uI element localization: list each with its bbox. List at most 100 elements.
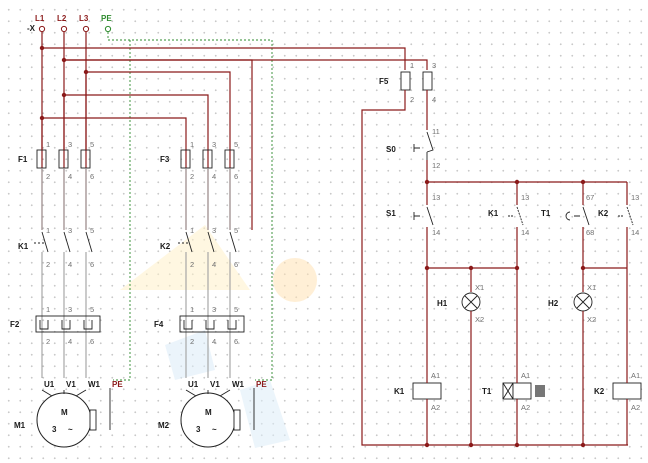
svg-text:67: 67 (586, 193, 594, 202)
terminal-strip-label: -X (27, 24, 36, 33)
f1-label: F1 (18, 155, 28, 164)
m1-u1: U1 (44, 380, 55, 389)
pe-branch-m1 (113, 40, 131, 381)
k2-power-label: K2 (160, 242, 171, 251)
overload-f2 (35, 315, 101, 333)
svg-text:5: 5 (90, 305, 94, 314)
control-return-line (361, 90, 628, 446)
f5-pin-2: 2 (410, 95, 414, 104)
svg-text:5: 5 (234, 140, 238, 149)
svg-text:2: 2 (190, 337, 194, 346)
f5-label: F5 (379, 77, 389, 86)
svg-text:1: 1 (190, 140, 194, 149)
svg-text:4: 4 (212, 260, 216, 269)
svg-text:X2: X2 (475, 315, 484, 324)
coil-t1 (502, 382, 545, 400)
svg-text:A2: A2 (631, 403, 640, 412)
supply-terminals (38, 25, 112, 33)
svg-text:3: 3 (212, 140, 216, 149)
s0-label: S0 (386, 145, 396, 154)
svg-text:5: 5 (90, 140, 94, 149)
power-pin-numbers: 1 3 5 2 4 6 1 3 5 2 4 6 1 3 5 2 4 6 1 3 … (46, 140, 238, 346)
svg-text:1: 1 (190, 305, 194, 314)
svg-text:4: 4 (68, 172, 72, 181)
svg-text:2: 2 (190, 172, 194, 181)
svg-text:A2: A2 (521, 403, 530, 412)
k1-coil-label: K1 (394, 387, 405, 396)
lamp-h2 (573, 292, 593, 312)
m2-v1: V1 (210, 380, 220, 389)
m2-u1: U1 (188, 380, 199, 389)
m2-ac: ~ (212, 425, 217, 434)
svg-text:1: 1 (46, 305, 50, 314)
t1-coil-label: T1 (482, 387, 492, 396)
m1-symbol: M (61, 408, 68, 417)
svg-text:X1: X1 (475, 283, 484, 292)
k2-aux-contact (618, 206, 634, 226)
svg-text:4: 4 (68, 337, 72, 346)
pe-conductor (107, 32, 273, 381)
svg-text:2: 2 (190, 260, 194, 269)
f5-pin-4: 4 (432, 95, 436, 104)
svg-text:1: 1 (190, 226, 194, 235)
svg-text:14: 14 (521, 228, 529, 237)
f4-label: F4 (154, 320, 164, 329)
svg-text:6: 6 (234, 172, 238, 181)
svg-text:2: 2 (46, 172, 50, 181)
svg-text:14: 14 (432, 228, 440, 237)
m1-v1: V1 (66, 380, 76, 389)
s1-label: S1 (386, 209, 396, 218)
m1-label: M1 (14, 421, 26, 430)
pe-label: PE (101, 14, 112, 23)
k1-aux-label: K1 (488, 209, 499, 218)
contactor-k1-main (34, 231, 93, 253)
svg-text:3: 3 (212, 226, 216, 235)
l3-label: L3 (79, 14, 89, 23)
h2-label: H2 (548, 299, 559, 308)
svg-text:6: 6 (234, 260, 238, 269)
t1-timer-contact (565, 206, 590, 226)
svg-text:5: 5 (234, 305, 238, 314)
svg-text:13: 13 (521, 193, 529, 202)
control-branches-mid (426, 227, 628, 370)
s0-pin-11: 11 (432, 127, 440, 136)
m2-symbol: M (205, 408, 212, 417)
f1-feed (41, 72, 87, 150)
stop-button-s0[interactable] (413, 131, 434, 160)
overload-f4 (179, 315, 245, 333)
svg-text:2: 2 (46, 260, 50, 269)
svg-text:3: 3 (68, 226, 72, 235)
svg-text:A1: A1 (521, 371, 530, 380)
m2-phase-wiring (185, 168, 231, 378)
f3-label: F3 (160, 155, 170, 164)
svg-text:68: 68 (586, 228, 594, 237)
m2-phases: 3 (196, 425, 201, 434)
k1-aux-contact (508, 206, 524, 226)
svg-text:X1: X1 (587, 283, 596, 292)
start-button-s1[interactable] (413, 206, 434, 226)
m1-phase-wiring (41, 168, 87, 378)
l2-label: L2 (57, 14, 67, 23)
m2-pe: PE (256, 380, 267, 389)
svg-text:6: 6 (90, 172, 94, 181)
svg-text:2: 2 (46, 337, 50, 346)
svg-text:3: 3 (68, 305, 72, 314)
svg-text:13: 13 (631, 193, 639, 202)
motor-m1 (36, 388, 111, 448)
coil-k2 (612, 382, 642, 400)
m1-w1: W1 (88, 380, 101, 389)
svg-text:13: 13 (432, 193, 440, 202)
m1-ac: ~ (68, 425, 73, 434)
svg-text:4: 4 (68, 260, 72, 269)
svg-text:A1: A1 (631, 371, 640, 380)
svg-text:6: 6 (234, 337, 238, 346)
k1-label: K1 (18, 242, 29, 251)
k2-aux-label: K2 (598, 209, 609, 218)
svg-text:A1: A1 (431, 371, 440, 380)
svg-text:6: 6 (90, 337, 94, 346)
svg-text:14: 14 (631, 228, 639, 237)
lamp-h1 (461, 292, 481, 312)
l2-to-f5 (64, 59, 428, 70)
svg-text:1: 1 (46, 140, 50, 149)
t1-contact-label: T1 (541, 209, 551, 218)
